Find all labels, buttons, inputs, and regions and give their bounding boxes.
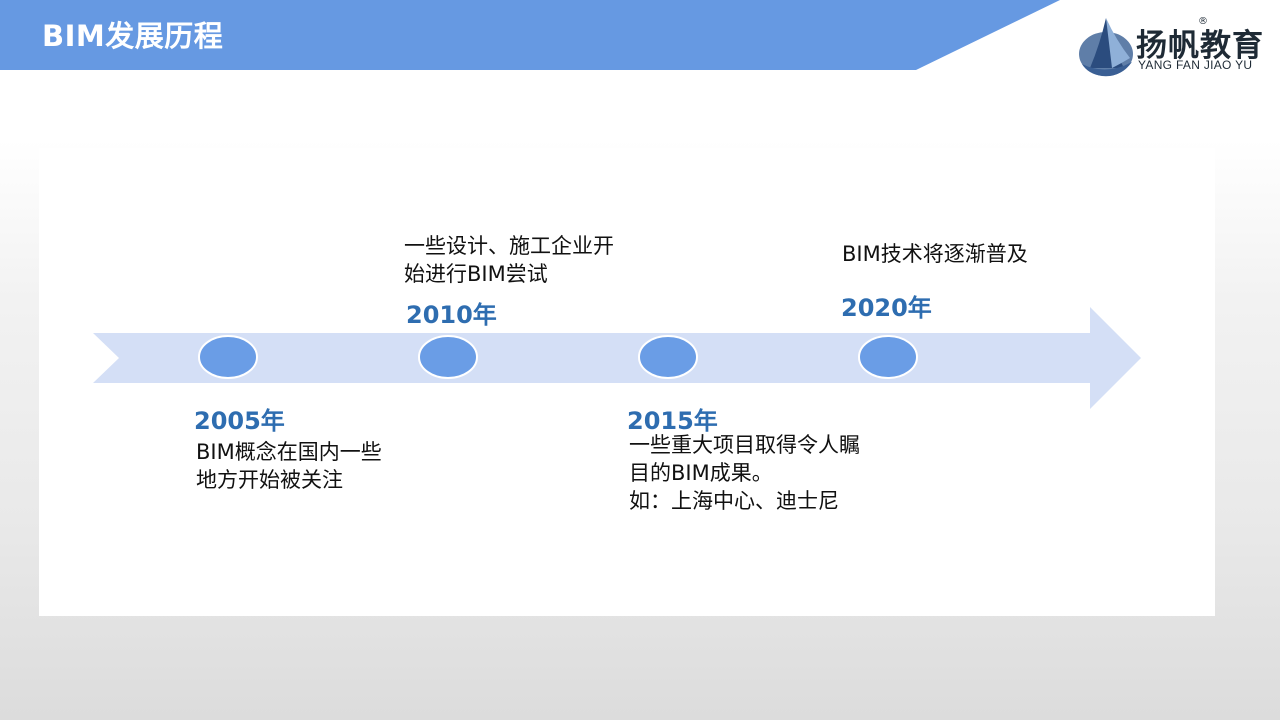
brand-name: 扬帆教育 <box>1136 28 1264 64</box>
milestone-year-2005: 2005年 <box>194 407 285 435</box>
header-banner <box>0 0 1060 70</box>
milestone-year-2020: 2020年 <box>841 294 932 322</box>
milestone-year-2010: 2010年 <box>406 301 497 329</box>
milestone-year-2015: 2015年 <box>627 407 718 435</box>
brand-logo: 扬帆教育 ® YANG FAN JIAO YU <box>1076 14 1276 84</box>
timeline-node-2010 <box>418 335 478 379</box>
milestone-desc-2005: BIM概念在国内一些 地方开始被关注 <box>196 440 382 492</box>
brand-pinyin: YANG FAN JIAO YU <box>1138 58 1253 72</box>
sail-logo-icon <box>1079 18 1133 77</box>
registered-mark: ® <box>1198 16 1208 27</box>
milestone-desc-2020: BIM技术将逐渐普及 <box>842 242 1028 266</box>
timeline-node-2015 <box>638 335 698 379</box>
timeline-node-2020 <box>858 335 918 379</box>
milestone-desc-2010: 一些设计、施工企业开 始进行BIM尝试 <box>404 234 614 286</box>
milestone-desc-2015: 一些重大项目取得令人瞩 目的BIM成果。 如：上海中心、迪士尼 <box>629 433 860 513</box>
timeline-arrow <box>93 307 1141 409</box>
page-title: BIM发展历程 <box>42 19 224 53</box>
timeline-node-2005 <box>198 335 258 379</box>
